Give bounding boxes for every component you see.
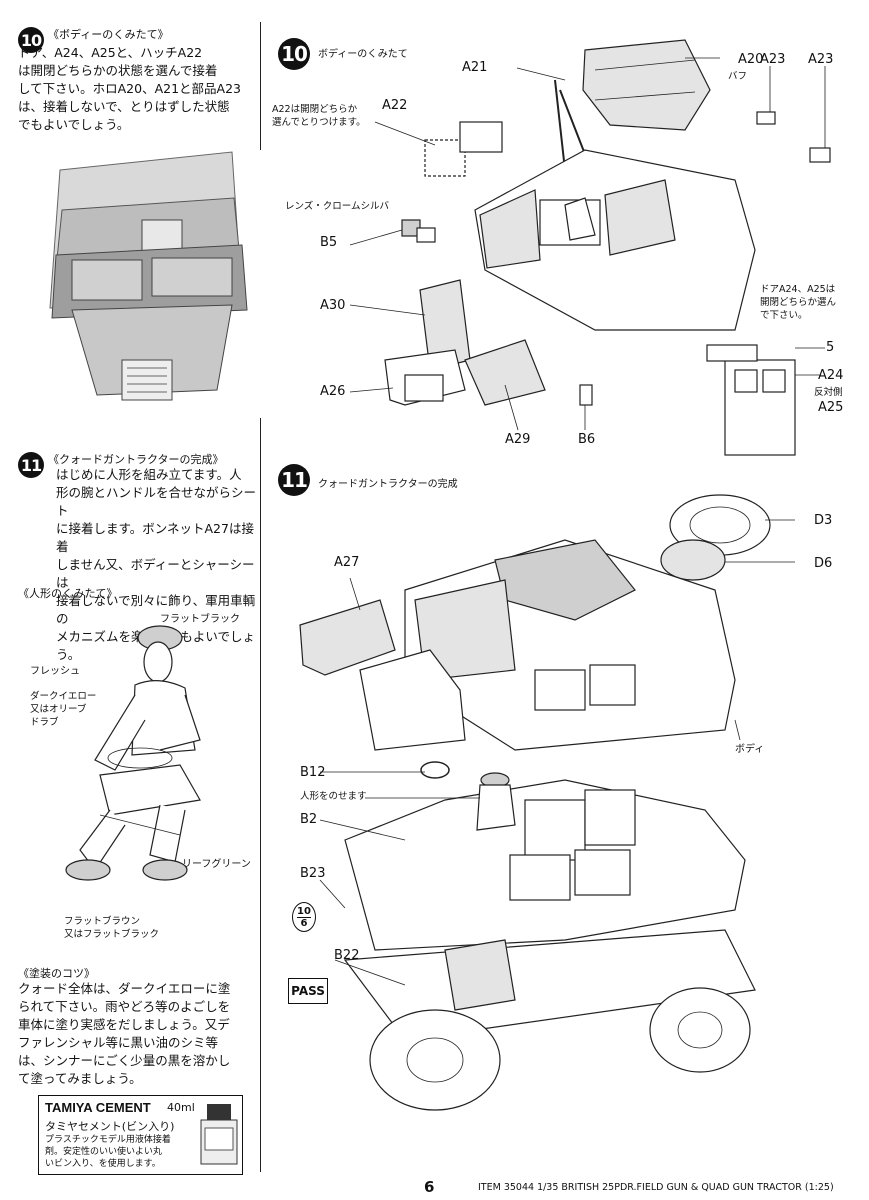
step-11-number: 11 [18,452,44,478]
note-a22: A22は開閉どちらか 選んでとりつけます。 [272,103,366,129]
label-line: 又はオリーブ [30,704,87,715]
step-10-desc-line: して下さい。ホロA20、A21と部品A23 [18,81,241,96]
page-number: 6 [424,1178,435,1196]
pass-badge: PASS [288,978,328,1004]
step-11-desc-line: 形の腕とハンドルを合せながらシート [56,485,257,518]
cement-brand: TAMIYA CEMENT [45,1100,151,1115]
label-part-5: 5 [826,340,835,355]
step-11-desc-line: しません又、ボディーとシャーシーは [56,557,255,590]
label-a20: A20 [738,52,764,67]
step-10-diagram-title: ボディーのくみたて [318,49,408,60]
label-a24: A24 [818,368,844,383]
painting-line: ファレンシャル等に黒い油のシミ等 [18,1035,219,1050]
label-a29: A29 [505,432,531,447]
step-10-description: ドア、A24、A25と、ハッチA22 は開閉どちらかの状態を選んで接着 して下さ… [18,44,258,134]
footer-item: ITEM 35044 1/35 BRITISH 25PDR.FIELD GUN … [478,1182,834,1193]
step-11-description: はじめに人形を組み立てます。人 形の腕とハンドルを合せながらシート に接着します… [56,466,260,664]
step-11-desc-line: はじめに人形を組み立てます。人 [56,467,242,482]
label-b23: B23 [300,866,326,881]
step-11-desc-line: 接着しないで別々に飾り、軍用車輌の [56,593,256,626]
note-line: 選んでとりつけます。 [272,117,366,128]
step-10-desc-line: ドア、A24、A25と、ハッチA22 [18,45,203,60]
step-10-title: 《ボディーのくみたて》 [48,28,169,41]
step-11-diagram [299,494,795,1111]
label-flat-black: フラットブラック [160,614,240,625]
label-a30: A30 [320,298,346,313]
painting-line: クォード全体は、ダークイエローに塗 [18,981,231,996]
label-line: 又はフラットブラック [64,929,160,940]
label-leaf-green: リーフグリーン [182,859,251,870]
painting-line: は、シンナーにごく少量の黒を溶かし [18,1053,231,1068]
label-line: フラットブラウン [64,916,141,927]
painting-line: られて下さい。雨やどろ等のよごしを [18,999,231,1014]
step-10-diagram [349,39,831,456]
cement-line: プラスチックモデル用液体接着 [45,1135,171,1145]
cement-bottle-icon [200,1104,238,1165]
painting-title: 《塗装のコツ》 [18,967,95,980]
note-lens: レンズ・クロームシルバ [285,201,390,212]
cement-text: プラスチックモデル用液体接着 剤。安定性のいい使いよい丸 いビン入り、を使用しま… [45,1134,185,1170]
label-dark-yellow: ダークイエロー 又はオリーブ ドラブ [30,690,96,729]
figure-drawing [65,625,201,881]
step-11-diagram-title: クォードガントラクターの完成 [318,479,458,490]
label-b2: B2 [300,812,318,827]
cement-line: 剤。安定性のいい使いよい丸 [45,1147,162,1157]
label-b6: B6 [578,432,596,447]
body-assembly-photo [42,150,264,418]
cement-size: 40ml [167,1101,195,1114]
step-10-desc-line: は、接着しないで、とりはずした状態 [18,99,230,114]
note-door: ドアA24、A25は 開閉どちらか選ん で下さい。 [760,283,836,322]
label-opposite-side: 反対側 [814,387,843,398]
label-buff: バフ [728,71,748,82]
note-line: ドアA24、A25は [760,284,836,295]
label-d3: D3 [814,513,833,528]
figure-title: 《人形のくみたて》 [18,587,118,600]
step-11-desc-line: に接着します。ボンネットA27は接着 [56,521,254,554]
label-a27: A27 [334,555,360,570]
step-11-title: 《クォードガントラクターの完成》 [48,453,224,466]
ratio-bar [297,916,311,918]
cement-line: いビン入り、を使用します。 [45,1159,161,1169]
label-a26: A26 [320,384,346,399]
label-b22: B22 [334,948,360,963]
label-a25: A25 [818,400,844,415]
label-d6: D6 [814,556,833,571]
label-b5: B5 [320,235,338,250]
note-line: で下さい。 [760,310,808,321]
label-a23b: A23 [808,52,834,67]
step-10-desc-line: でもよいでしょう。 [18,117,130,132]
step-11-diagram-number: 11 [278,464,310,496]
ratio-bottom: 6 [300,917,308,929]
label-a23a: A23 [760,52,786,67]
label-figure-note: 人形をのせます [300,791,367,802]
label-b12: B12 [300,765,326,780]
ratio-top: 10 [297,905,311,917]
step-10-number: 10 [18,27,44,53]
label-line: ダークイエロー [30,691,97,702]
cement-box: TAMIYA CEMENT 40ml タミヤセメント(ビン入り) プラスチックモ… [38,1095,243,1175]
label-body: ボディ [735,744,765,755]
step-10-diagram-number: 10 [278,38,310,70]
step-10-desc-line: は開閉どちらかの状態を選んで接着 [18,63,218,78]
column-divider [260,22,261,1172]
note-line: A22は開閉どちらか [272,104,358,115]
note-line: 開閉どちらか選ん [760,297,837,308]
label-a22: A22 [382,98,408,113]
label-line: ドラブ [30,717,59,728]
label-flat-brown: フラットブラウン 又はフラットブラック [64,915,159,941]
label-a21: A21 [462,60,488,75]
ratio-badge: 10 6 [292,902,316,932]
cement-name: タミヤセメント(ビン入り) [45,1120,175,1133]
label-flesh: フレッシュ [30,666,80,677]
painting-text: クォード全体は、ダークイエローに塗 られて下さい。雨やどろ等のよごしを 車体に塗… [18,980,258,1088]
painting-line: 車体に塗り実感をだしましょう。又デ [18,1017,230,1032]
painting-line: て塗ってみましょう。 [18,1071,142,1086]
